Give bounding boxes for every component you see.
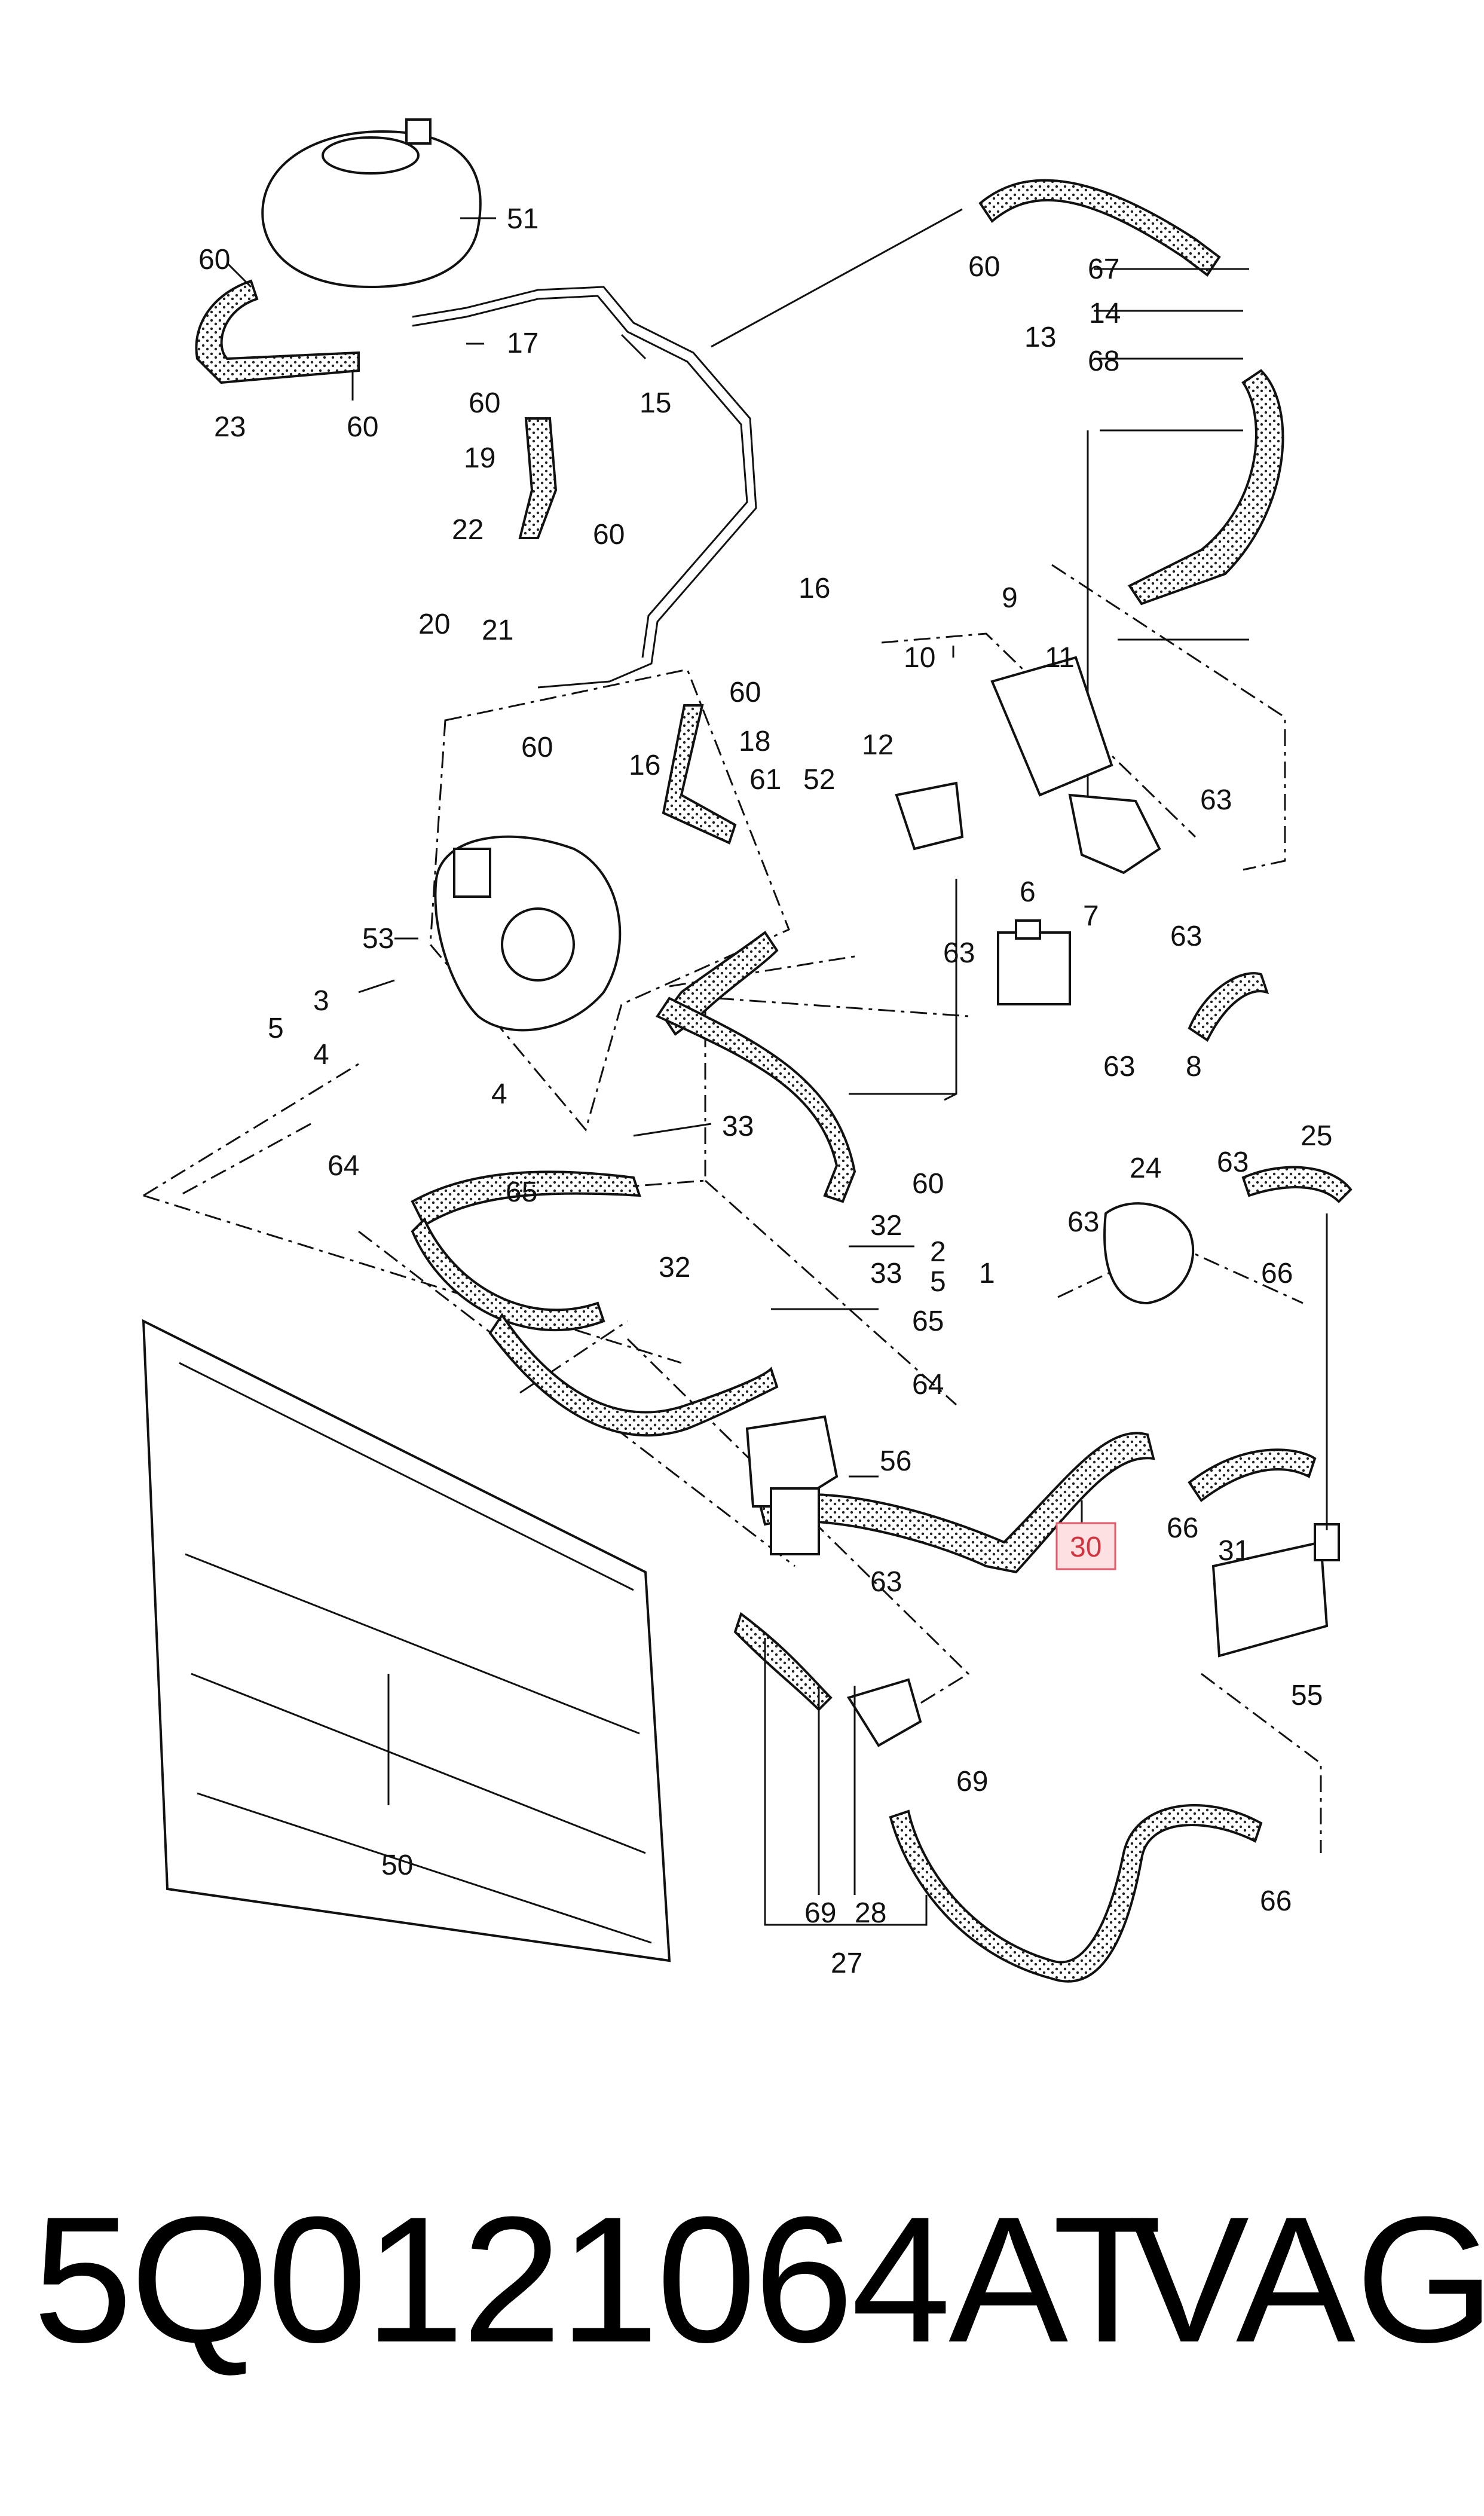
callout-53: 53 [362,923,394,955]
leader-lines [226,217,1328,1926]
callout-63: 63 [943,937,975,969]
callout-8: 8 [1186,1051,1202,1083]
callout-65: 65 [912,1306,944,1337]
callout-3: 3 [313,985,329,1017]
oil-cooler-55 [1211,1523,1340,1658]
callout-4: 4 [491,1078,507,1110]
callout-60: 60 [593,519,625,551]
callout-63: 63 [1200,784,1232,816]
diagram-svg: 51 60 23 60 17 60 15 19 22 60 20 21 16 6… [142,118,1353,1983]
callout-32: 32 [659,1252,690,1283]
callout-24: 24 [1130,1152,1161,1184]
hoses [195,179,1353,1983]
part-30-highlight [1055,1522,1116,1570]
callout-61: 61 [749,764,781,796]
callout-labels: 51 60 23 60 17 60 15 19 22 60 20 21 16 6… [198,203,1332,1979]
callout-63: 63 [1217,1147,1249,1178]
callout-21: 21 [482,615,513,646]
callout-55: 55 [1291,1680,1323,1711]
callout-7: 7 [1083,900,1099,932]
callout-64: 64 [912,1369,944,1401]
callout-69: 69 [956,1766,988,1797]
water-valve-9 [895,656,1161,875]
callout-19: 19 [464,442,495,474]
callout-60: 60 [912,1168,944,1200]
callout-68: 68 [1088,346,1119,377]
callout-17: 17 [507,328,538,359]
footer: 5Q0121064AT VAG [0,2152,1484,2499]
thermostat-housing [434,835,622,1032]
assembly-outlines [143,564,1322,1853]
callout-33: 33 [870,1258,902,1289]
callout-6: 6 [1020,876,1036,908]
callout-11: 11 [1045,642,1075,674]
pump-24 [1103,1202,1195,1305]
callout-2: 2 [930,1236,946,1268]
callout-67: 67 [1088,253,1119,285]
callout-69: 69 [804,1897,836,1929]
components [142,118,1340,1962]
callout-13: 13 [1024,322,1056,353]
callout-60: 60 [198,244,230,276]
callout-1: 1 [979,1258,995,1289]
callout-16: 16 [798,573,830,604]
callout-5: 5 [268,1013,284,1044]
callout-66: 66 [1167,1512,1198,1544]
valve-6 [997,919,1071,1005]
callout-60: 60 [729,677,761,708]
callout-64: 64 [328,1150,359,1182]
callout-51: 51 [507,203,538,235]
callout-63: 63 [1067,1206,1099,1238]
callout-60: 60 [521,732,553,763]
callout-30: 30 [1070,1531,1101,1563]
callout-65: 65 [506,1176,537,1208]
callout-4: 4 [313,1039,329,1071]
expansion-tank [261,118,482,289]
callout-56: 56 [880,1445,911,1477]
callout-27: 27 [831,1948,862,1979]
callout-10: 10 [904,642,935,674]
pump-56 [745,1415,839,1555]
callout-60: 60 [968,251,1000,283]
connector-28 [846,1678,922,1747]
callout-63: 63 [1170,921,1202,952]
callout-14: 14 [1089,298,1121,329]
callout-33: 33 [722,1111,754,1142]
callout-63: 63 [870,1566,902,1598]
radiator-50 [142,1319,671,1962]
callout-60: 60 [469,387,500,419]
parts-diagram: 51 60 23 60 17 60 15 19 22 60 20 21 16 6… [142,118,1353,1983]
callout-66: 66 [1260,1885,1292,1917]
callout-16: 16 [629,750,660,781]
callout-18: 18 [739,726,770,757]
brand-name: VAG [1130,2179,1484,2380]
callout-63: 63 [1103,1051,1135,1083]
callout-66: 66 [1261,1258,1293,1289]
callout-23: 23 [214,411,246,443]
callout-5: 5 [930,1266,946,1298]
part-number: 5Q0121064AT [33,2179,1162,2380]
callout-31: 31 [1218,1535,1250,1567]
callout-52: 52 [803,764,835,796]
callout-50: 50 [381,1849,413,1881]
callout-25: 25 [1301,1120,1332,1152]
callout-15: 15 [640,387,671,419]
callout-32: 32 [870,1210,902,1242]
pipes [412,208,1089,1137]
callout-12: 12 [862,729,894,761]
callout-20: 20 [418,609,450,640]
callout-9: 9 [1002,582,1018,614]
callout-22: 22 [452,514,484,546]
callout-28: 28 [855,1897,886,1929]
callout-60: 60 [347,411,378,443]
